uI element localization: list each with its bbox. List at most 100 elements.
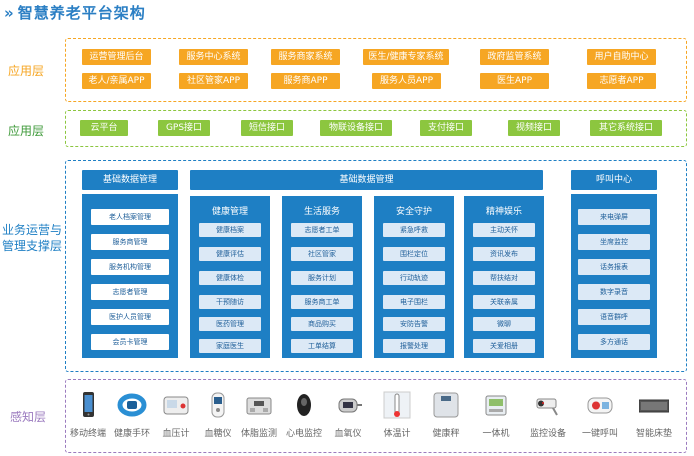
- group-title: 健康管理: [211, 207, 248, 217]
- left-item: 服务商管理: [91, 234, 169, 250]
- app-mobile: 志愿者APP: [587, 73, 656, 89]
- device: 体温计: [371, 388, 423, 448]
- group-life-service: 生活服务 志愿者工单 社区管家 服务计划 服务商工单 商品购买 工单结算: [282, 196, 362, 358]
- group-title: 生活服务: [303, 207, 340, 217]
- group-item: 医药管理: [199, 317, 261, 331]
- device: 健康手环: [106, 388, 158, 448]
- interface-item: 其它系统接口: [590, 120, 662, 136]
- thermometer-icon: [383, 391, 411, 419]
- camera-icon: [536, 398, 558, 416]
- group-item: 社区管家: [291, 247, 353, 261]
- left-item: 志愿者管理: [91, 284, 169, 300]
- right-column-head: 呼叫中心: [571, 170, 657, 190]
- right-item: 多方通话: [578, 334, 650, 350]
- left-item: 医护人员管理: [91, 309, 169, 325]
- group-item: 关联亲属: [473, 295, 535, 309]
- device-label: 智能床垫: [635, 429, 672, 439]
- page-title: »智慧养老平台架构: [4, 2, 146, 23]
- left-item: 老人档案管理: [91, 209, 169, 225]
- group-title: 精神娱乐: [485, 207, 522, 217]
- device-label: 一体机: [482, 429, 510, 439]
- group-item: 主动关怀: [473, 223, 535, 237]
- interface-item: 物联设备接口: [320, 120, 392, 136]
- device-label: 血压计: [162, 429, 190, 439]
- device-label: 体温计: [383, 429, 411, 439]
- interface-item: 短信接口: [241, 120, 293, 136]
- group-safety: 安全守护 紧急呼救 围栏定位 行动轨迹 电子围栏 安防告警 报警处理: [374, 196, 454, 358]
- health-scale-icon: [433, 392, 459, 418]
- device: 移动终端: [62, 388, 114, 448]
- group-item: 安防告警: [383, 317, 445, 331]
- interface-item: GPS接口: [158, 120, 210, 136]
- right-item: 坐席监控: [578, 234, 650, 250]
- glucose-meter-icon: [211, 392, 225, 418]
- app-system: 用户自助中心: [587, 49, 656, 65]
- business-layer-box: [65, 160, 687, 372]
- device-label: 监控设备: [529, 429, 566, 439]
- app-mobile: 服务人员APP: [372, 73, 441, 89]
- interface-item: 支付接口: [420, 120, 472, 136]
- interface-item: 云平台: [80, 120, 128, 136]
- app-mobile: 老人/亲属APP: [82, 73, 151, 89]
- device: 健康秤: [420, 388, 472, 448]
- group-item: 紧急呼救: [383, 223, 445, 237]
- app-layer-label: 应用层: [8, 64, 45, 78]
- right-item: 数字录音: [578, 284, 650, 300]
- group-item: 工单结算: [291, 339, 353, 353]
- interface-layer-box: 云平台 GPS接口 短信接口 物联设备接口 支付接口 视频接口 其它系统接口: [65, 110, 687, 147]
- mattress-icon: [639, 399, 669, 413]
- interface-layer-label: 应用层: [8, 124, 45, 138]
- title-text: 智慧养老平台架构: [17, 4, 146, 22]
- device-label: 心电监控: [285, 429, 322, 439]
- app-mobile: 医生APP: [480, 73, 549, 89]
- group-spiritual: 精神娱乐 主动关怀 资讯发布 帮扶结对 关联亲属 微聊 关爱相册: [464, 196, 544, 358]
- blood-pressure-icon: [163, 396, 189, 415]
- device-label: 血糖仪: [204, 429, 232, 439]
- group-item: 关爱相册: [473, 339, 535, 353]
- device-label: 健康秤: [432, 429, 460, 439]
- right-item: 来电弹屏: [578, 209, 650, 225]
- group-item: 报警处理: [383, 339, 445, 353]
- group-item: 健康体检: [199, 271, 261, 285]
- business-layer-label: 业务运营与管理支撑层: [2, 223, 63, 253]
- group-item: 服务计划: [291, 271, 353, 285]
- device: 体脂监测: [233, 388, 285, 448]
- left-item: 服务机构管理: [91, 259, 169, 275]
- device: 智能床垫: [628, 388, 680, 448]
- group-item: 商品购买: [291, 317, 353, 331]
- device-label: 移动终端: [69, 429, 106, 439]
- sensing-layer-box: [65, 379, 687, 453]
- device: 一体机: [470, 388, 522, 448]
- sos-button-icon: [587, 397, 613, 414]
- double-chevron-icon: »: [4, 4, 15, 22]
- device: 血氧仪: [322, 388, 374, 448]
- app-mobile: 服务商APP: [271, 73, 340, 89]
- device: 血压计: [150, 388, 202, 448]
- center-head: 基础数据管理: [190, 170, 543, 190]
- group-item: 电子围栏: [383, 295, 445, 309]
- sensing-layer-label: 感知层: [10, 410, 47, 424]
- group-item: 服务商工单: [291, 295, 353, 309]
- group-health: 健康管理 健康档案 健康评估 健康体检 干预随访 医药管理 家庭医生: [190, 196, 270, 358]
- interface-item: 视频接口: [508, 120, 560, 136]
- device: 一键呼叫: [574, 388, 626, 448]
- app-layer-box: 运营管理后台 服务中心系统 服务商家系统 医生/健康专家系统 政府监管系统 用户…: [65, 38, 687, 102]
- group-item: 志愿者工单: [291, 223, 353, 237]
- left-column-head: 基础数据管理: [82, 170, 178, 190]
- group-item: 帮扶结对: [473, 271, 535, 285]
- oximeter-icon: [338, 398, 362, 413]
- app-system: 政府监管系统: [480, 49, 549, 65]
- group-title: 安全守护: [395, 207, 432, 217]
- body-fat-scale-icon: [246, 397, 272, 415]
- group-item: 行动轨迹: [383, 271, 445, 285]
- app-system: 运营管理后台: [82, 49, 151, 65]
- group-item: 家庭医生: [199, 339, 261, 353]
- app-system: 服务中心系统: [179, 49, 248, 65]
- app-mobile: 社区管家APP: [179, 73, 248, 89]
- ecg-monitor-icon: [297, 394, 311, 416]
- left-item: 会员卡管理: [91, 334, 169, 350]
- device: 心电监控: [278, 388, 330, 448]
- device: 监控设备: [522, 388, 574, 448]
- app-system: 医生/健康专家系统: [363, 49, 449, 65]
- device-label: 血氧仪: [334, 429, 362, 439]
